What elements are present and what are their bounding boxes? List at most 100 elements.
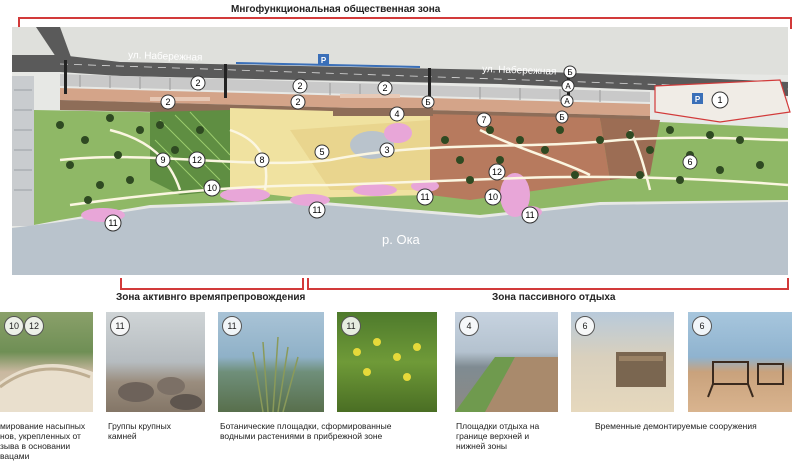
svg-text:Б: Б [559,113,564,122]
map-markers: 1 2 2 2 2 2 3 4 5 6 7 8 9 10 10 11 11 11… [104,65,729,232]
caption-rest-area: Площадки отдыха на границе верхней и ниж… [456,421,540,451]
urban-area [12,27,788,75]
svg-text:11: 11 [420,192,429,202]
letter-b-3: Б [555,110,569,124]
svg-text:P: P [321,56,327,65]
photo-temporary-2: 6 [688,312,792,412]
badge: 6 [575,316,595,336]
svg-text:10: 10 [488,192,498,202]
caption-stones: Группы крупных камней [108,421,171,441]
svg-text:11: 11 [525,210,534,220]
photo-botanical-1: 11 [218,312,324,412]
svg-text:P: P [695,95,701,104]
trees [56,114,764,204]
svg-text:9: 9 [160,155,165,165]
svg-text:6: 6 [687,157,692,167]
river-label: р. Ока [382,232,421,247]
svg-text:8: 8 [259,155,264,165]
marker-7: 7 [476,112,492,128]
letter-b-2: Б [421,95,435,109]
parking-lot [60,74,650,102]
river [12,202,788,275]
photo-stones: 11 [106,312,205,412]
svg-text:7: 7 [481,115,486,125]
letter-b-1: Б [563,65,577,79]
marker-2c: 2 [377,80,393,96]
marker-5: 5 [314,144,330,160]
marker-11a: 11 [104,214,122,232]
road-branch [36,27,72,60]
svg-text:5: 5 [319,147,324,157]
sports-area [150,110,230,195]
marker-9: 9 [155,152,171,168]
caption-botanical: Ботанические площадки, сформированные во… [220,421,392,441]
plaza-east [600,118,660,180]
marker-10a: 10 [203,179,221,197]
photo-botanical-2: 11 [337,312,437,412]
marker-11b: 11 [308,201,326,219]
marker-12b: 12 [488,163,506,181]
street-label-1: ул. Набережная [128,49,203,64]
badge: 11 [222,316,242,336]
photo-rest-area: 4 [455,312,558,412]
parking-icon-2: P [692,93,703,104]
marker-2b: 2 [292,78,308,94]
multifunctional-zone-bracket [18,17,792,29]
svg-text:12: 12 [192,155,202,165]
marker-11c: 11 [416,188,434,206]
svg-text:4: 4 [394,109,399,119]
photo-embankment: 10 12 [0,312,93,412]
letter-a-2: А [560,94,574,108]
svg-text:11: 11 [312,205,321,215]
svg-text:Б: Б [425,98,430,107]
svg-text:2: 2 [295,97,300,107]
marker-6: 6 [682,154,698,170]
svg-text:2: 2 [165,97,170,107]
marker-3: 3 [379,142,395,158]
letter-a-1: А [561,79,575,93]
svg-text:11: 11 [108,218,117,228]
caption-embankment: мирование насыпных нов, укрепленных от з… [0,421,86,461]
svg-text:2: 2 [195,78,200,88]
pier [12,76,34,226]
bench-row [150,97,210,101]
svg-text:10: 10 [207,183,217,193]
marker-11d: 11 [521,206,539,224]
road-marking [59,63,789,90]
svg-text:А: А [564,97,570,106]
marker-1: 1 [711,91,729,109]
badge: 12 [24,316,44,336]
passive-zone-bracket [307,278,789,290]
badge: 11 [341,316,361,336]
marker-2d: 2 [160,94,176,110]
badge: 6 [692,316,712,336]
svg-text:2: 2 [297,81,302,91]
active-zone-label: Зона активнго времяпрепровождения [112,292,310,303]
svg-text:1: 1 [717,95,722,105]
marker-12a: 12 [188,151,206,169]
svg-text:2: 2 [382,83,387,93]
svg-text:3: 3 [384,145,389,155]
marker-4: 4 [389,106,405,122]
svg-text:Б: Б [567,68,572,77]
building-row [333,108,433,116]
svg-text:12: 12 [492,167,502,177]
active-zone-bracket [120,278,304,290]
parking-icon-1: P [318,54,329,65]
marker-10b: 10 [484,188,502,206]
multifunctional-zone-label: Мнгофункциональная общественная зона [227,4,445,15]
marker-2e: 2 [290,94,306,110]
bench-row-2 [340,94,400,98]
photo-temporary-1: 6 [571,312,674,412]
badge: 10 [4,316,24,336]
marker-8: 8 [254,152,270,168]
svg-text:А: А [565,82,571,91]
street-label-2: ул. Набережная [482,63,557,78]
passive-zone-label: Зона пассивного отдыха [488,292,620,303]
badge: 11 [110,316,130,336]
site-plan: ул. Набережная ул. Набережная P P р. Ока… [12,27,791,275]
promenade [60,88,650,116]
caption-temporary: Временные демонтируемые сооружения [595,421,757,431]
marker-2a: 2 [190,75,206,91]
